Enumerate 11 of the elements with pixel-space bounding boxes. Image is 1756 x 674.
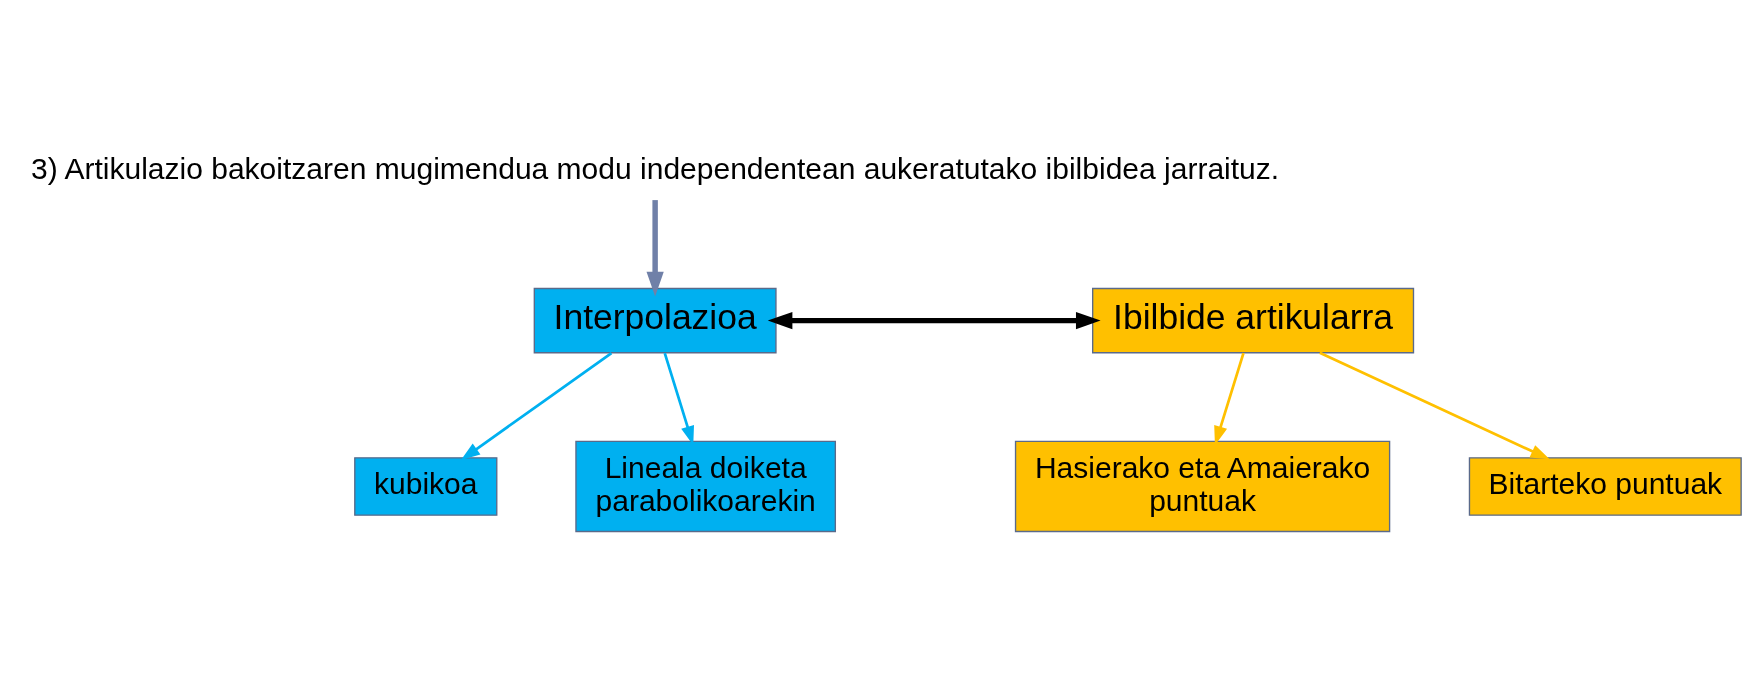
node-text: 3) Artikulazio bakoitzaren mugimendua modu independentean aukeratutako ibilbidea jarraituz. (31, 151, 1280, 185)
node-box: kubikoa (354, 457, 498, 516)
arrow (646, 200, 664, 297)
node-box: Hasierako eta Amaierako puntuak (1014, 440, 1391, 533)
arrow (1319, 351, 1550, 460)
node-box: Bitarteko puntuak (1468, 457, 1742, 516)
node-box: Lineala doiketa parabolikoarekin (575, 440, 837, 533)
arrow (460, 351, 613, 461)
node-box: Interpolazioa (533, 287, 777, 354)
arrow (767, 312, 1101, 330)
node-box: Ibilbide artikularra (1092, 287, 1415, 354)
